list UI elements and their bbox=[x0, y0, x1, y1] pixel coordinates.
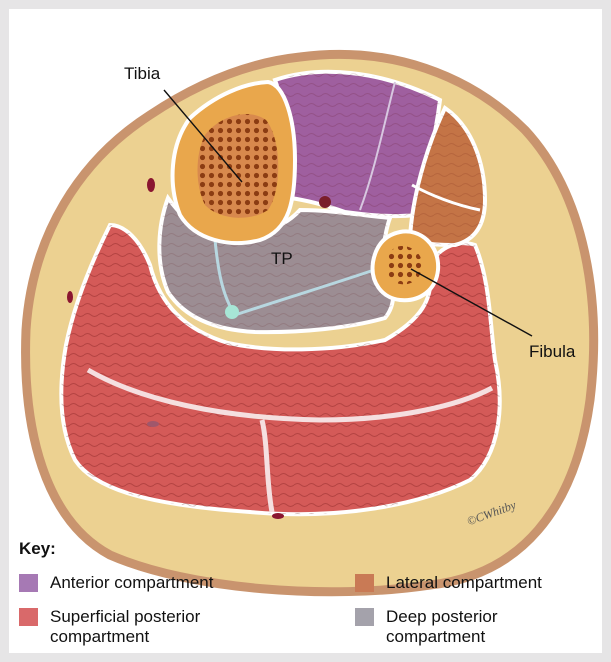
superficial-vein-medial bbox=[67, 291, 73, 303]
key-label-anterior: Anterior compartment bbox=[50, 573, 280, 593]
fibula-label: Fibula bbox=[529, 342, 575, 362]
deep-posterior-swatch bbox=[355, 608, 374, 626]
anterior-swatch bbox=[19, 574, 38, 592]
key-title: Key: bbox=[19, 539, 56, 559]
superficial-posterior-swatch bbox=[19, 608, 38, 626]
key-label-lateral: Lateral compartment bbox=[386, 573, 611, 593]
lateral-swatch bbox=[355, 574, 374, 592]
small-saphenous-vein bbox=[272, 513, 284, 519]
posterior-tibial-vessels bbox=[225, 305, 239, 319]
key-label-superficial-posterior: Superficial posterior compartment bbox=[50, 607, 280, 647]
sural-nerve bbox=[147, 421, 159, 427]
tibia-label: Tibia bbox=[124, 64, 160, 84]
tp-label: TP bbox=[271, 249, 293, 269]
anterior-tibial-vessels bbox=[319, 196, 331, 208]
great-saphenous-vein bbox=[147, 178, 155, 192]
key-label-deep-posterior: Deep posterior compartment bbox=[386, 607, 566, 647]
